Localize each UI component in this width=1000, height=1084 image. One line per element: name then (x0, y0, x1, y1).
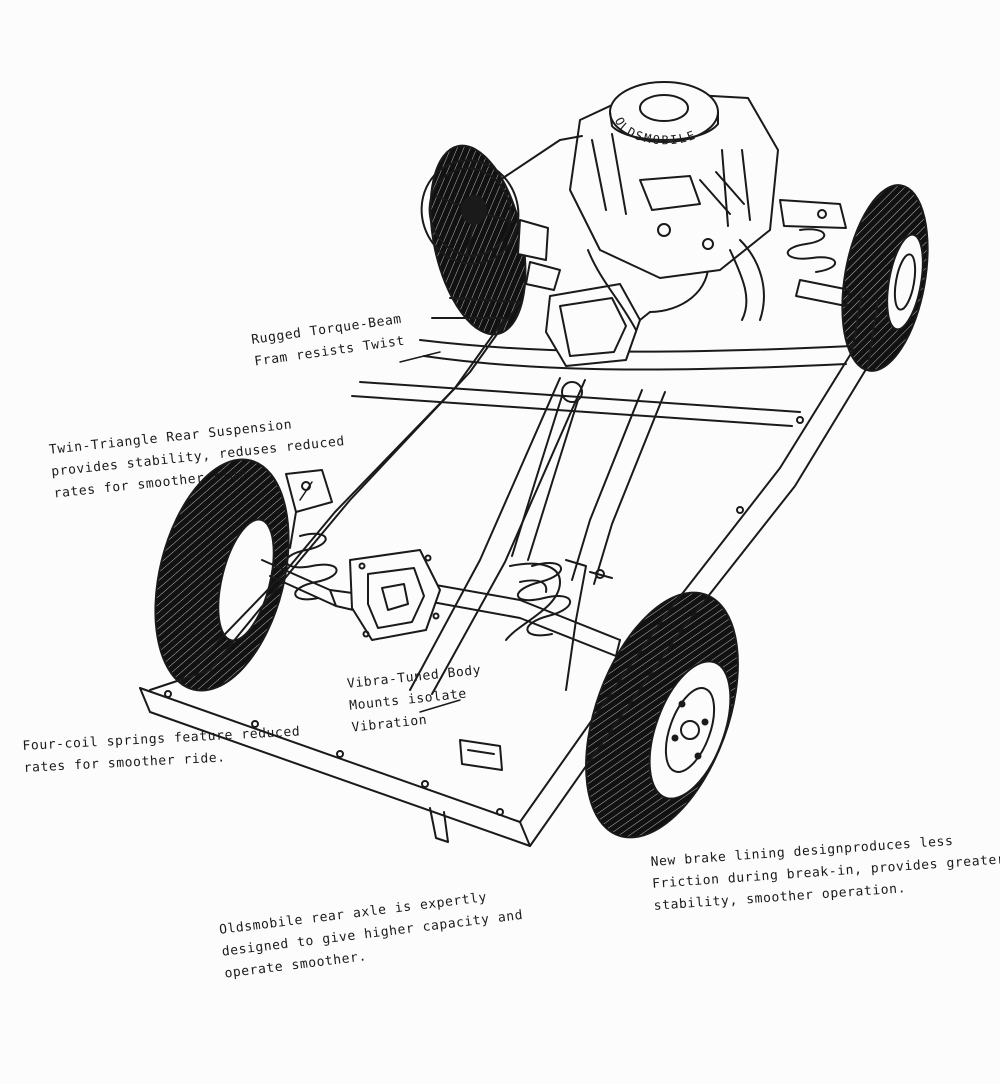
left-shock-mount (285, 469, 333, 549)
front-right-tire (841, 184, 929, 372)
front-left-suspension (517, 219, 561, 291)
air-cleaner (609, 81, 719, 143)
left-coil-spring (285, 532, 338, 601)
leader-lines (299, 351, 461, 713)
steering-wheel (420, 135, 583, 265)
vibra-tuned-note: Vibra-Tuned Body Mounts isolate Vibratio… (346, 660, 487, 740)
front-right-suspension (779, 199, 851, 307)
right-trailing-arm (505, 559, 613, 691)
rear-differential (349, 549, 441, 641)
center-link (459, 739, 503, 771)
right-coil-spring (517, 562, 571, 637)
rear-right-tire (585, 591, 739, 839)
perimeter-frame (139, 291, 879, 847)
driveshaft (511, 381, 583, 561)
exhaust-pipes (587, 239, 765, 331)
